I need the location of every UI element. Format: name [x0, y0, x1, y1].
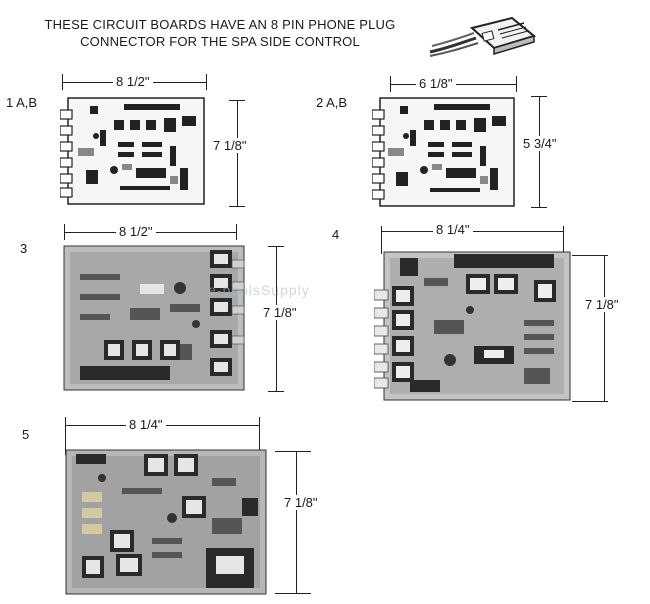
board-2ab-height: 5 3/4": [520, 136, 560, 151]
circuit-board-3-image: [60, 244, 250, 394]
board-1ab-height-line: [237, 100, 238, 207]
board-4-height-line: [604, 255, 605, 402]
board-5-height-line: [296, 451, 297, 594]
board-4-height: 7 1/8": [582, 297, 622, 312]
board-1ab-width: 8 1/2": [113, 74, 153, 89]
board-3-height: 7 1/8": [260, 305, 300, 320]
circuit-board-1ab-image: [60, 96, 208, 208]
watermark-text: e-poolsSupply: [208, 282, 310, 298]
board-3-label: 3: [20, 241, 28, 256]
board-2ab-height-line: [539, 96, 540, 208]
board-1ab-label: 1 A,B: [6, 95, 38, 110]
board-5-label: 5: [22, 427, 30, 442]
heading-line-2: CONNECTOR FOR THE SPA SIDE CONTROL: [80, 34, 360, 49]
circuit-board-4-image: [374, 250, 574, 404]
phone-plug-icon: [428, 10, 538, 60]
board-2ab-label: 2 A,B: [316, 95, 348, 110]
board-4-label: 4: [332, 227, 340, 242]
heading-line-1: THESE CIRCUIT BOARDS HAVE AN 8 PIN PHONE…: [44, 17, 396, 32]
board-5-height: 7 1/8": [281, 495, 321, 510]
board-2ab-width: 6 1/8": [416, 76, 456, 91]
diagram-heading: THESE CIRCUIT BOARDS HAVE AN 8 PIN PHONE…: [20, 16, 420, 50]
board-3-width: 8 1/2": [116, 224, 156, 239]
board-5-width: 8 1/4": [126, 417, 166, 432]
board-1ab-height: 7 1/8": [210, 138, 250, 153]
circuit-board-2ab-image: [372, 96, 518, 210]
board-4-width: 8 1/4": [433, 222, 473, 237]
circuit-board-5-image: [62, 448, 272, 598]
